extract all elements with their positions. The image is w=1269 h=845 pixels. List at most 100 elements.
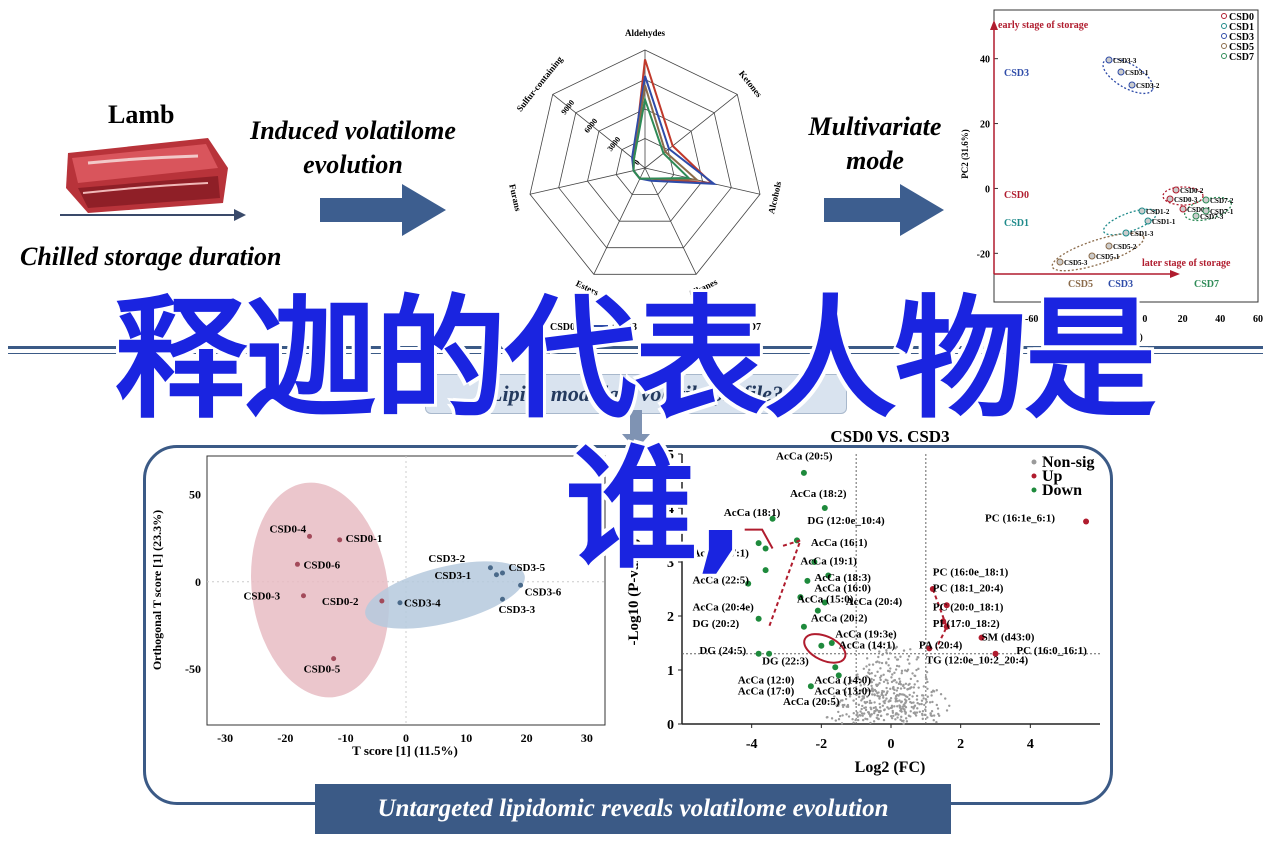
pca-legend-marker [1221, 53, 1227, 59]
oplsda-x-tick-label: 20 [521, 731, 533, 745]
pca-point-label: CSD7-2 [1210, 197, 1234, 205]
pca-y-tick-label: 40 [980, 55, 990, 66]
radar-axis-label: Ketones [737, 69, 764, 100]
lamb-title: Lamb [108, 100, 175, 129]
volcano-point-nonsig [904, 711, 907, 714]
radar-spoke [644, 167, 697, 275]
volcano-y-tick-label: 0 [667, 718, 674, 733]
volcano-point-down [811, 559, 818, 565]
pca-point-label: CSD0-1 [1187, 206, 1211, 214]
pca-y-tick-label: 20 [980, 120, 990, 131]
pca-legend-marker [1221, 23, 1227, 29]
volcano-point-nonsig [907, 683, 910, 687]
volcano-point-nonsig [915, 694, 919, 698]
volcano-point-nonsig [870, 680, 874, 684]
volcano-label-right: PC (16:0_16:1) [1016, 645, 1087, 657]
volcano-point-nonsig [855, 693, 859, 696]
volcano-point-nonsig [868, 699, 872, 702]
volcano-point-nonsig [857, 703, 861, 707]
oplsda-point-label: CSD0-5 [304, 664, 341, 676]
volcano-label-left: AcCa (12:0) [738, 675, 795, 687]
volcano-label-left: AcCa (20:2) [811, 612, 868, 624]
volcano-point-nonsig [888, 699, 891, 702]
volcano-point-nonsig [864, 708, 868, 712]
volcano-point-nonsig [879, 709, 882, 713]
radar-chart: AldehydesKetonesAlcoholsAlkanesEstersFur… [507, 28, 783, 333]
volcano-label-left: AcCa (14:0) [814, 675, 871, 687]
pca-x-tick-label: 60 [1253, 314, 1263, 325]
volcano-label-right: PC (18:1_20:4) [933, 583, 1004, 595]
volcano-point-nonsig [912, 701, 915, 704]
radar-series-CSD7 [632, 95, 692, 180]
volcano-point-nonsig [859, 714, 862, 717]
volcano-point-nonsig [856, 715, 859, 718]
pca-ellipse-csd3 [1102, 57, 1154, 95]
volcano-point-down [818, 642, 825, 649]
radar-spoke [593, 167, 646, 275]
volcano-point-nonsig [885, 713, 889, 716]
question-down-arrow [622, 410, 650, 450]
volcano-label-left: AcCa (13:0) [814, 685, 871, 697]
volcano-point-nonsig [925, 700, 928, 704]
volcano-point-nonsig [855, 681, 858, 685]
radar-series-CSD3 [631, 75, 718, 185]
volcano-point-nonsig [865, 657, 869, 660]
volcano-point-nonsig [924, 675, 928, 679]
volcano-point-nonsig [921, 713, 924, 717]
volcano-point-nonsig [870, 677, 873, 681]
volcano-point-nonsig [856, 675, 860, 679]
volcano-point-nonsig [898, 705, 902, 708]
radar-legend-label: CSD0 [550, 322, 575, 333]
volcano-point-nonsig [871, 693, 874, 696]
volcano-point-down [835, 672, 842, 679]
pca-bottom-group-label: CSD5 [1068, 279, 1093, 290]
volcano-point-down [797, 594, 804, 601]
volcano-point-nonsig [876, 714, 879, 717]
volcano-point-nonsig [844, 697, 848, 701]
volcano-label-left: AcCa (20:4e) [692, 602, 754, 614]
volcano-point-nonsig [884, 678, 888, 681]
volcano-point-nonsig [862, 667, 866, 670]
volcano-point-nonsig [907, 655, 911, 658]
volcano-point-nonsig [937, 712, 940, 716]
volcano-point-nonsig [878, 697, 881, 700]
volcano-point-nonsig [894, 668, 898, 671]
volcano-point-nonsig [856, 711, 859, 714]
volcano-point-nonsig [834, 719, 838, 722]
volcano-point-nonsig [897, 665, 901, 668]
volcano-point-nonsig [921, 709, 925, 713]
volcano-label-left: AcCa (19:1) [800, 556, 857, 568]
volcano-point-nonsig [909, 710, 912, 713]
volcano-point-nonsig [880, 674, 883, 678]
radar-tick-label: 0 [632, 158, 642, 167]
pca-ylabel: PC2 (31.6%) [960, 129, 970, 179]
volcano-point-nonsig [840, 722, 844, 725]
pca-point [1192, 212, 1200, 220]
volcano-point-nonsig [866, 689, 869, 692]
volcano-point-nonsig [858, 690, 862, 694]
volcano-point-nonsig [883, 701, 886, 705]
pca-top-note: early stage of storage [998, 20, 1089, 31]
radar-ring [615, 138, 675, 196]
volcano-label-left: AcCa (17:0) [738, 685, 795, 697]
volcano-point-nonsig [945, 709, 949, 712]
lamb-meat-image [66, 138, 228, 213]
volcano-point-nonsig [873, 647, 877, 650]
step1-arrow [320, 184, 446, 236]
volcano-point-nonsig [830, 717, 834, 720]
volcano-point-nonsig [862, 695, 866, 699]
volcano-point-nonsig [889, 687, 892, 691]
volcano-point-nonsig [876, 717, 880, 720]
volcano-x-tick-label: -2 [815, 737, 827, 752]
volcano-point-nonsig [890, 706, 894, 709]
oplsda-point [518, 582, 524, 588]
volcano-point-nonsig [845, 705, 849, 708]
volcano-point-nonsig [890, 716, 894, 720]
volcano-point-nonsig [847, 682, 851, 686]
volcano-point-nonsig [918, 702, 921, 706]
oplsda-x-tick-label: 30 [581, 731, 593, 745]
volcano-point-nonsig [899, 655, 902, 658]
volcano-x-tick-label: 2 [957, 737, 964, 752]
